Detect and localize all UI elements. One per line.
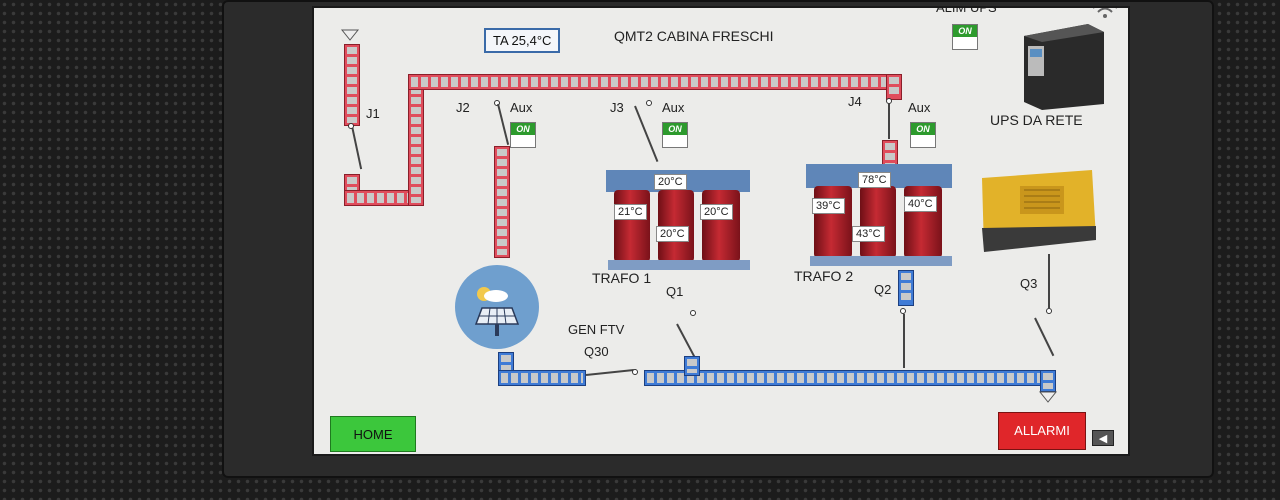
switch-j3-contact: [646, 100, 652, 106]
ups-label: UPS DA RETE: [990, 112, 1083, 128]
transformer-2-coil-left: [814, 186, 852, 258]
alim-ups-label: ALIM UPS: [936, 6, 997, 15]
switch-q2-label: Q2: [874, 282, 892, 297]
alarms-button[interactable]: ALLARMI: [998, 412, 1086, 450]
lv-busbar-ftv: [498, 370, 586, 386]
j3-aux-status[interactable]: ON: [662, 122, 688, 148]
outgoing-feed-icon: [1038, 390, 1058, 404]
j4-aux-status[interactable]: ON: [910, 122, 936, 148]
mv-busbar-j4-drop: [886, 74, 902, 100]
generator-cable: [1048, 254, 1050, 308]
back-arrow-icon[interactable]: ◀: [1092, 430, 1114, 446]
switch-q1-blade[interactable]: [676, 323, 696, 359]
switch-j3-blade[interactable]: [634, 105, 659, 163]
switch-j1-blade[interactable]: [351, 125, 363, 170]
mv-busbar-riser: [408, 74, 424, 206]
status-on-text: ON: [511, 123, 535, 135]
trafo2-label: TRAFO 2: [794, 268, 854, 284]
wifi-icon: [1090, 8, 1120, 20]
hmi-screen: TA 25,4°C QMT2 CABINA FRESCHI ALIM UPS O…: [312, 6, 1130, 456]
j4-aux-label: Aux: [908, 100, 931, 115]
trafo2-temp-bottom: 43°C: [852, 226, 885, 242]
j3-aux-label: Aux: [662, 100, 685, 115]
switch-q3-label: Q3: [1020, 276, 1038, 291]
lv-busbar-q2-feed: [898, 270, 914, 306]
mv-main-busbar: [408, 74, 902, 90]
j2-aux-status[interactable]: ON: [510, 122, 536, 148]
generator-image: [980, 168, 1098, 258]
trafo1-temp-top: 20°C: [654, 174, 687, 190]
page-title: QMT2 CABINA FRESCHI: [614, 28, 774, 44]
switch-q1-contact: [690, 310, 696, 316]
lv-main-busbar: [644, 370, 1056, 386]
trafo1-label: TRAFO 1: [592, 270, 652, 286]
status-on-text: ON: [953, 25, 977, 37]
switch-q2-contact: [900, 308, 906, 314]
transformer-2-base: [810, 256, 952, 266]
solar-panel-icon[interactable]: [454, 264, 540, 350]
trafo2-temp-top: 78°C: [858, 172, 891, 188]
status-on-text: ON: [911, 123, 935, 135]
status-on-text: ON: [663, 123, 687, 135]
alim-ups-status[interactable]: ON: [952, 24, 978, 50]
trafo2-temp-left: 39°C: [812, 198, 845, 214]
switch-q30-label: Q30: [584, 344, 609, 359]
trafo1-temp-bottom: 20°C: [656, 226, 689, 242]
lv-busbar-q1-tap: [684, 356, 700, 376]
transformer-1-coil-left: [614, 190, 650, 262]
ups-unit-image: [1018, 22, 1106, 112]
switch-j4-blade[interactable]: [888, 103, 890, 139]
switch-j2-blade[interactable]: [497, 103, 510, 145]
trafo1-temp-right: 20°C: [700, 204, 733, 220]
switch-q2-blade[interactable]: [903, 314, 905, 368]
j2-aux-label: Aux: [510, 100, 533, 115]
switch-j1-contact: [348, 123, 354, 129]
switch-j1-label: J1: [366, 106, 380, 121]
incoming-feed-icon: [340, 28, 360, 42]
lv-busbar-q3-tap: [1040, 370, 1056, 392]
transformer-1-base: [608, 260, 750, 270]
gen-ftv-label: GEN FTV: [568, 322, 625, 337]
ambient-temperature-box: TA 25,4°C: [484, 28, 561, 53]
switch-q30-contact: [632, 369, 638, 375]
transformer-2-coil-center: [860, 186, 896, 258]
switch-j2-contact: [494, 100, 500, 106]
mv-busbar-j2-feeder: [494, 146, 510, 258]
switch-j4-label: J4: [848, 94, 862, 109]
switch-q3-contact: [1046, 308, 1052, 314]
mv-busbar-j1-incoming: [344, 44, 360, 126]
mv-busbar-trafo2-feed: [882, 140, 898, 170]
switch-q1-label: Q1: [666, 284, 684, 299]
mv-busbar-link: [344, 190, 424, 206]
switch-j3-label: J3: [610, 100, 624, 115]
switch-q30-blade[interactable]: [585, 368, 634, 376]
trafo2-temp-right: 40°C: [904, 196, 937, 212]
switch-q3-blade[interactable]: [1034, 317, 1055, 357]
home-button[interactable]: HOME: [330, 416, 416, 452]
switch-j2-label: J2: [456, 100, 470, 115]
trafo1-temp-left: 21°C: [614, 204, 647, 220]
transformer-1-coil-right: [702, 190, 740, 262]
